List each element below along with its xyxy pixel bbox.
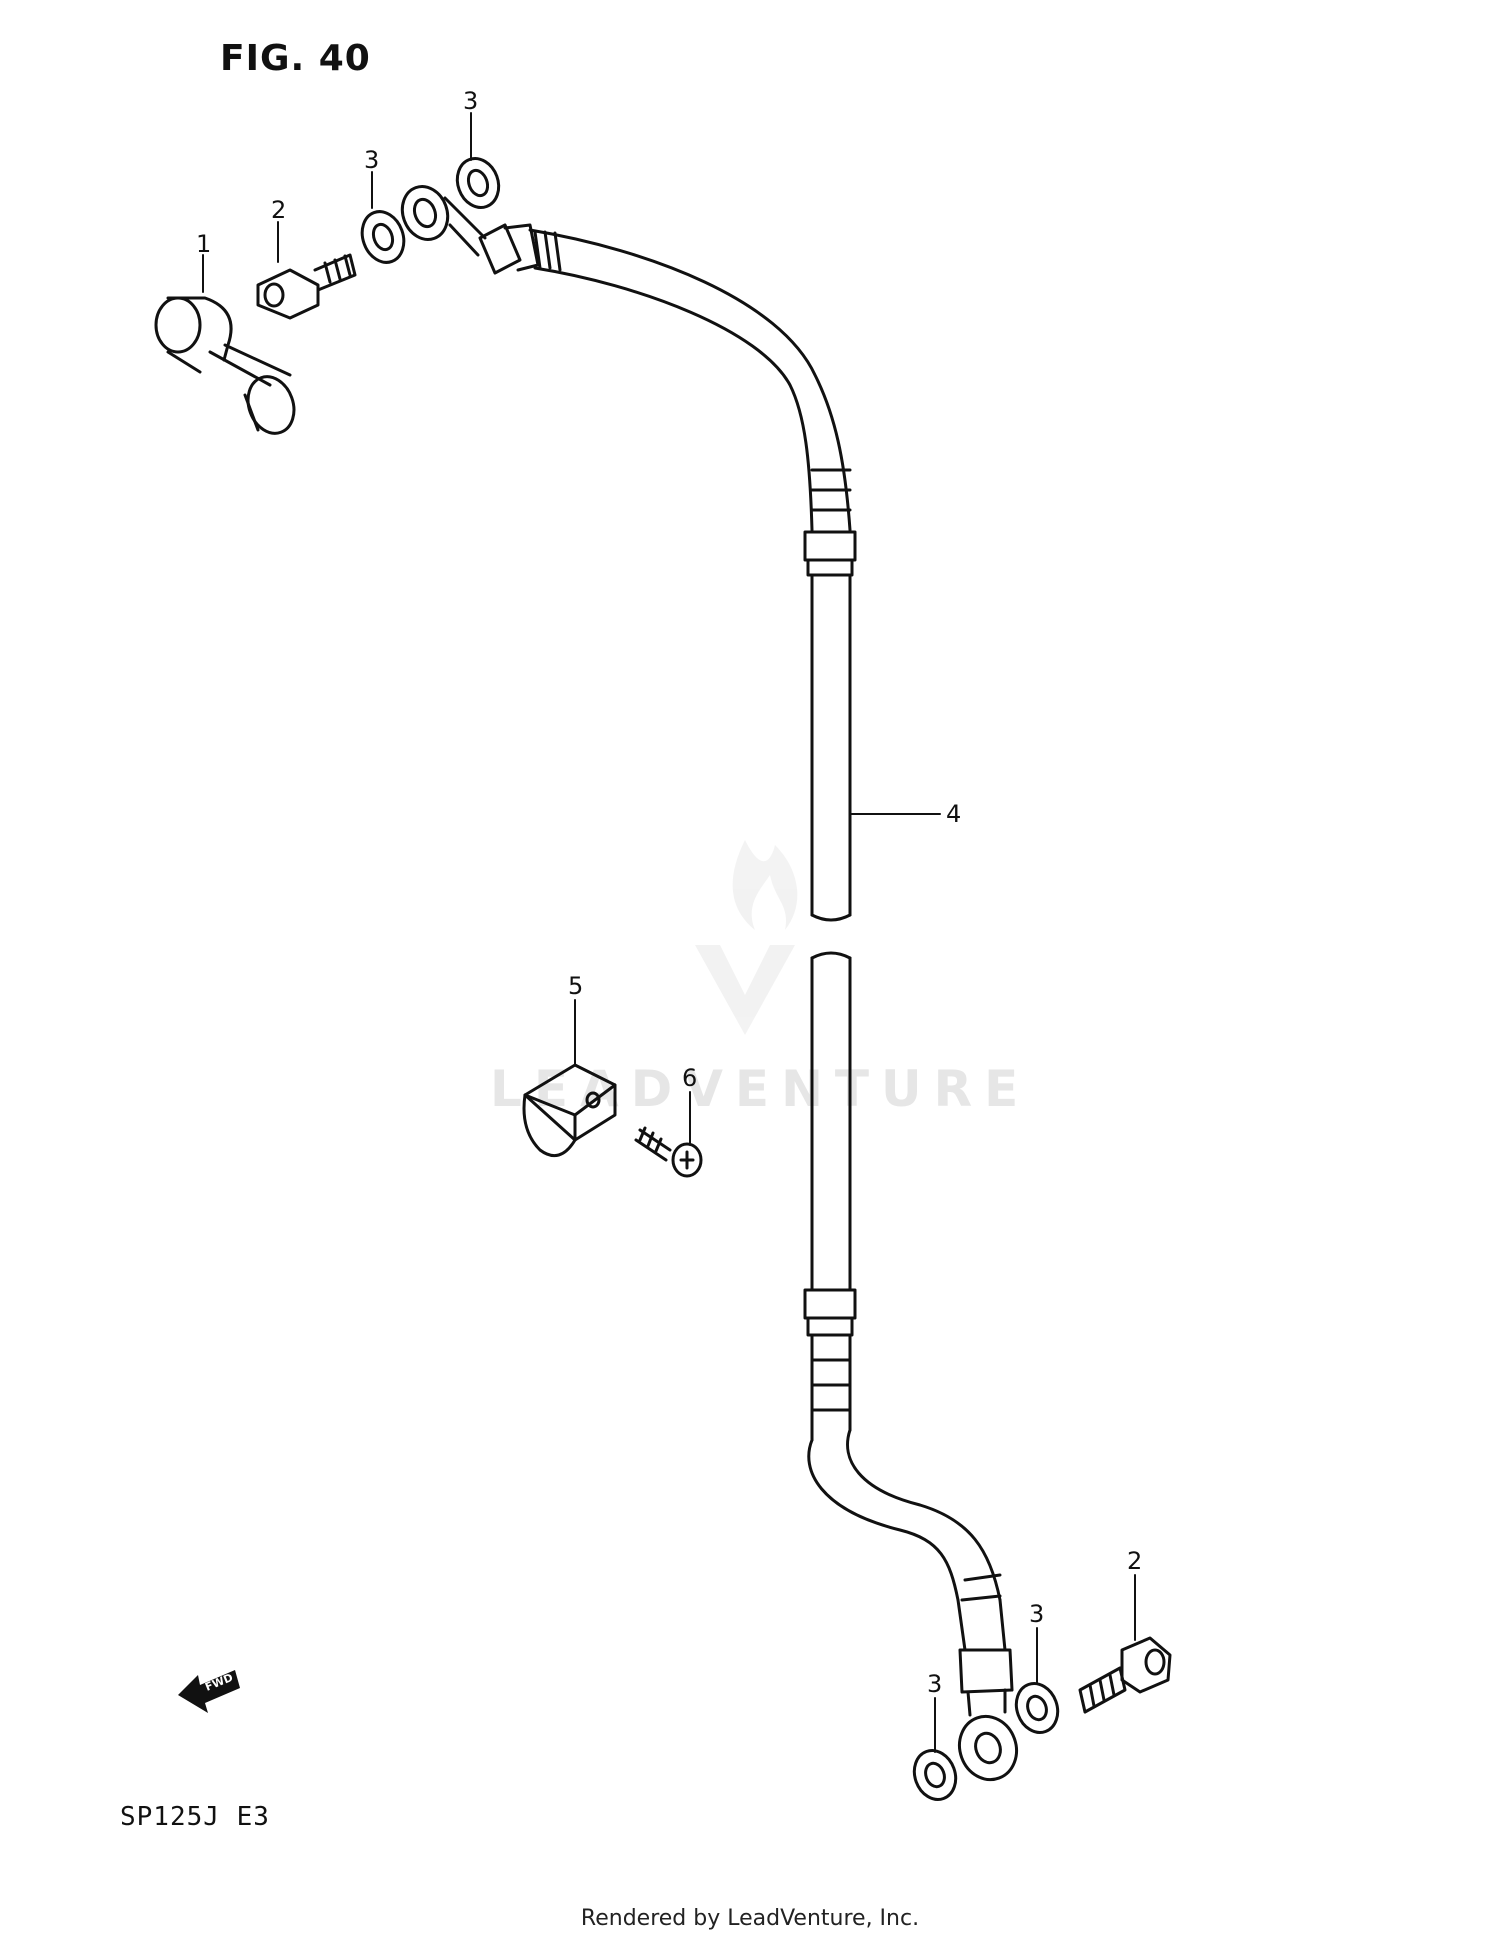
leader-lines — [202, 112, 1136, 1753]
callout-3-top-a: 3 — [364, 146, 379, 174]
callout-4: 4 — [946, 800, 961, 828]
callout-2-bottom: 2 — [1127, 1547, 1142, 1575]
callout-3-bottom-a: 3 — [1029, 1600, 1044, 1628]
part-2-banjo-bolt-bottom — [1078, 1636, 1172, 1714]
watermark-logo — [695, 840, 798, 1035]
part-2-banjo-bolt-top — [256, 253, 357, 320]
callout-2-top: 2 — [271, 196, 286, 224]
part-3-washer-top-a — [360, 210, 406, 264]
callout-3-bottom-b: 3 — [927, 1670, 942, 1698]
part-1-elbow-cap — [154, 296, 296, 435]
callout-1-top: 1 — [196, 230, 211, 258]
part-5-clamp — [522, 1063, 617, 1158]
render-credit: Rendered by LeadVenture, Inc. — [580, 1906, 920, 1931]
part-3-washer-bottom-b — [912, 1749, 958, 1801]
fwd-arrow-icon: FWD — [178, 1670, 240, 1713]
figure-title: FIG. 40 — [220, 38, 371, 79]
part-3-washer-top-b — [455, 157, 501, 209]
callout-5: 5 — [568, 972, 583, 1000]
watermark-text: LEADVENTURE — [490, 1060, 1031, 1118]
callout-6: 6 — [682, 1064, 697, 1092]
part-6-screw — [634, 1126, 703, 1178]
part-3-washer-bottom-a — [1014, 1682, 1060, 1734]
callout-3-top-b: 3 — [463, 87, 478, 115]
model-code: SP125J E3 — [120, 1802, 270, 1832]
part-4-brake-hose — [400, 185, 1018, 1782]
